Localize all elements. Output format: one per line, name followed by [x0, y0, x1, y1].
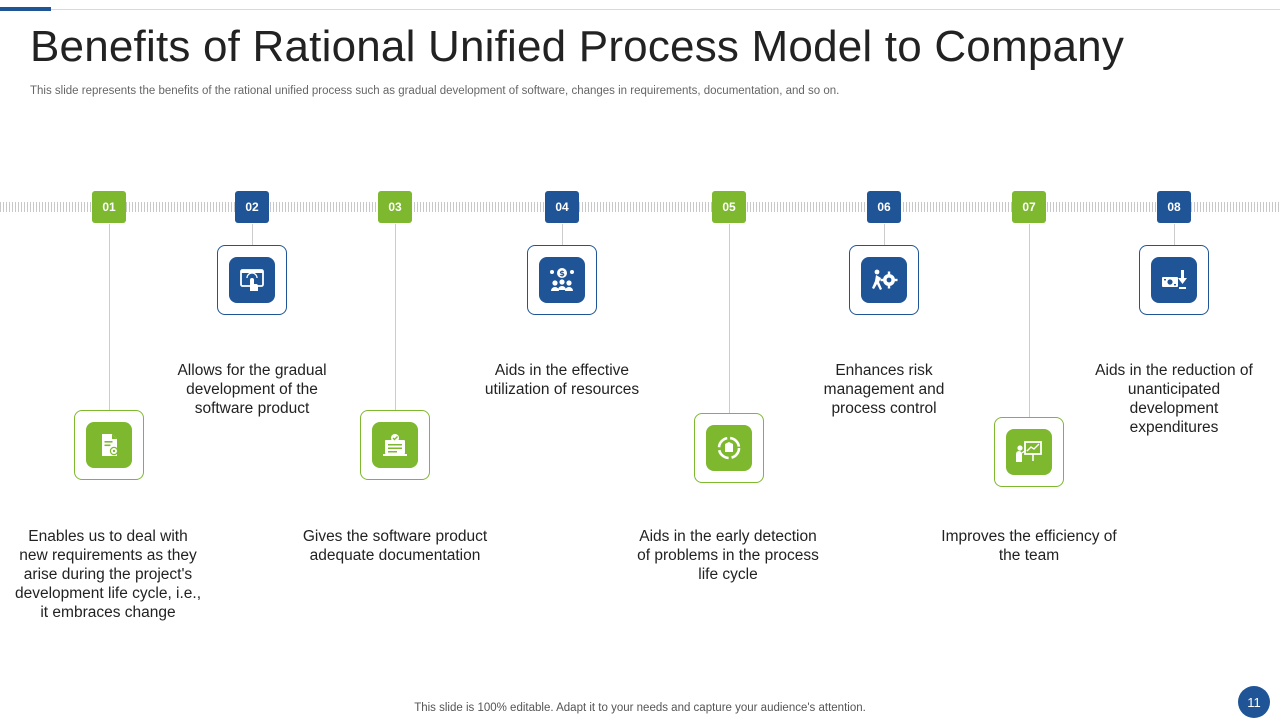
step-number-05: 05: [712, 191, 746, 223]
step-number-07: 07: [1012, 191, 1046, 223]
step-caption-01: Enables us to deal with new requirements…: [14, 528, 202, 621]
connector-01: [109, 224, 110, 411]
step-caption-02: Allows for the gradual development of th…: [177, 362, 327, 417]
connector-05: [729, 224, 730, 414]
step-icon-frame-03: [360, 410, 430, 480]
step-icon-frame-02: [217, 245, 287, 315]
document-gear-icon: [102, 434, 119, 456]
step-icon-frame-05: [694, 413, 764, 483]
step-caption-06: Enhances risk management and process con…: [823, 362, 945, 417]
step-caption-04: Aids in the effective utilization of res…: [484, 362, 640, 398]
documentation-check-icon: [383, 434, 407, 456]
connector-04: [562, 224, 563, 246]
step-caption-05: Aids in the early detection of problems …: [637, 528, 819, 583]
svg-text:$: $: [559, 269, 565, 278]
step-icon-frame-01: [74, 410, 144, 480]
cycle-detection-icon: [717, 436, 741, 460]
connector-03: [395, 224, 396, 411]
connector-08: [1174, 224, 1175, 246]
timeline-track: [0, 202, 1280, 212]
slide-title: Benefits of Rational Unified Process Mod…: [30, 22, 1125, 71]
step-number-02: 02: [235, 191, 269, 223]
step-icon-frame-06: [849, 245, 919, 315]
money-reduction-icon: [1162, 270, 1187, 289]
step-caption-03: Gives the software product adequate docu…: [302, 528, 488, 564]
page-number-badge: 11: [1238, 686, 1270, 718]
step-number-04: 04: [545, 191, 579, 223]
header-accent-bar: [0, 7, 51, 11]
person-pushing-gear-icon: [872, 269, 898, 290]
footer-note: This slide is 100% editable. Adapt it to…: [414, 702, 866, 714]
header-divider: [51, 9, 1280, 10]
step-caption-07: Improves the efficiency of the team: [941, 528, 1117, 564]
slide-subtitle: This slide represents the benefits of th…: [30, 85, 840, 97]
step-icon-frame-08: [1139, 245, 1209, 315]
step-number-03: 03: [378, 191, 412, 223]
step-number-01: 01: [92, 191, 126, 223]
connector-06: [884, 224, 885, 246]
step-number-06: 06: [867, 191, 901, 223]
presentation-team-icon: [1016, 441, 1042, 462]
resource-team-icon: $: [550, 268, 574, 291]
connector-02: [252, 224, 253, 246]
step-icon-frame-04: $: [527, 245, 597, 315]
connector-07: [1029, 224, 1030, 418]
monitor-touch-icon: [240, 269, 264, 291]
step-caption-08: Aids in the reduction of unanticipated d…: [1095, 362, 1253, 436]
step-icon-frame-07: [994, 417, 1064, 487]
step-number-08: 08: [1157, 191, 1191, 223]
